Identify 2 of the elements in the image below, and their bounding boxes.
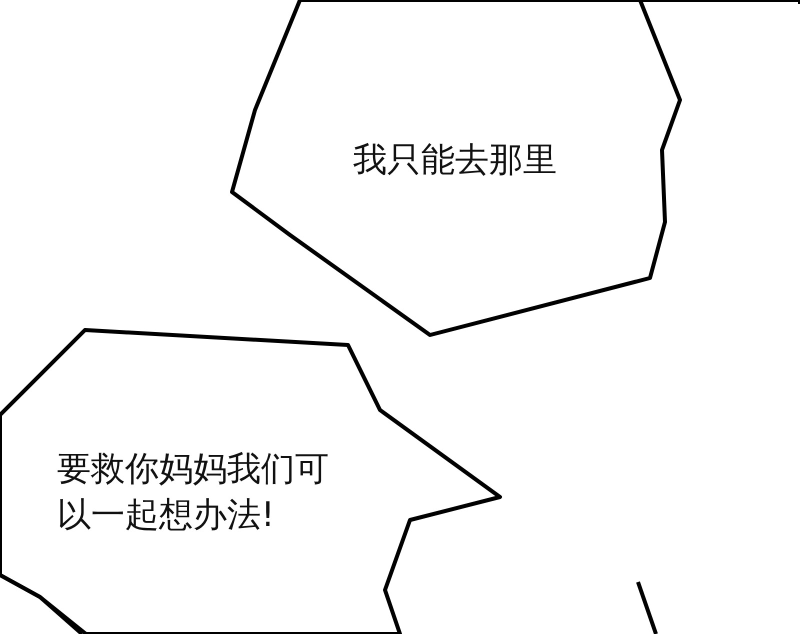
speech-text: 我只能去那里 [353,139,558,182]
speech-text: 要救你妈妈我们可以一起想办法! [57,448,330,537]
